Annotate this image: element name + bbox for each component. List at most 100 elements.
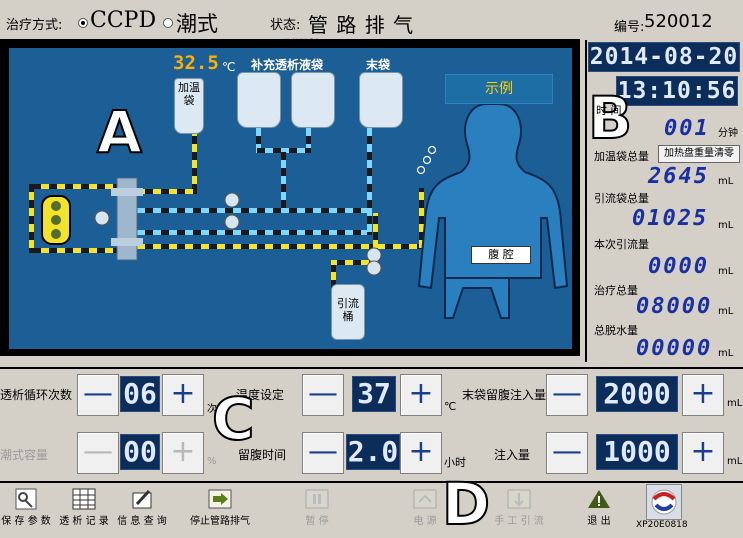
key-icon — [13, 488, 39, 510]
temp-plus-button[interactable]: + — [400, 374, 442, 416]
drain-bucket: 引流桶 — [331, 284, 365, 340]
circuit-svg — [29, 103, 569, 319]
heat-bag: 加温袋 — [174, 78, 204, 134]
circuit-diagram: 加温袋 引流桶 32.5 ℃ 补充透析液袋 末袋 示例 腹 腔 A — [9, 48, 572, 349]
last-fill-value: 2000 — [596, 376, 678, 412]
dwell-time-unit: 小时 — [444, 456, 466, 469]
drain-total-unit: mL — [718, 220, 734, 231]
save-params-label: 保 存 参 数 — [1, 516, 51, 527]
last-bag — [359, 72, 403, 128]
status-label: 状态: — [270, 18, 301, 33]
dialysis-records-label: 透 析 记 录 — [59, 516, 109, 527]
pause-label: 暂 停 — [305, 516, 329, 527]
this-drain-label: 本次引流量 — [594, 238, 649, 251]
right-panel — [585, 40, 743, 362]
mode-label: 治疗方式: — [6, 18, 63, 33]
last-fill-unit: mL — [727, 398, 743, 409]
stop-prime-button[interactable]: 停止管路排气 — [180, 486, 260, 530]
temp-minus-button[interactable]: — — [302, 374, 344, 416]
controls-bottom-border — [0, 481, 743, 483]
exit-label: 退 出 — [587, 516, 611, 527]
cycles-plus-button[interactable]: + — [162, 374, 204, 416]
heat-temperature: 32.5 — [173, 52, 219, 74]
abdomen-label: 腹 腔 — [471, 246, 531, 264]
fill-volume-value: 1000 — [596, 434, 678, 470]
mode-ccpd-label[interactable]: CCPD — [90, 8, 157, 33]
stop-prime-label: 停止管路排气 — [190, 516, 250, 527]
temp-setting-label: 温度设定 — [236, 388, 285, 402]
power-button[interactable]: 电 源 — [396, 486, 454, 530]
last-bag-label: 末袋 — [366, 58, 391, 72]
uf-total-value: 00000 — [636, 336, 713, 361]
elapsed-time-value: 001 — [664, 116, 710, 141]
tidal-plus-button[interactable]: + — [162, 432, 204, 474]
heat-temp-unit: ℃ — [222, 60, 236, 74]
elapsed-time-label: 时 间 — [596, 104, 622, 117]
fill-minus-button[interactable]: — — [546, 432, 588, 474]
mode-tidal-label[interactable]: 潮式 — [176, 12, 218, 36]
this-drain-value: 0000 — [648, 254, 709, 279]
cycles-minus-button[interactable]: — — [77, 374, 119, 416]
info-query-button[interactable]: 信 息 查 询 — [114, 486, 170, 530]
last-fill-minus-button[interactable]: — — [546, 374, 588, 416]
last-fill-plus-button[interactable]: + — [682, 374, 724, 416]
heat-total-value: 2645 — [648, 164, 709, 189]
power-icon — [412, 488, 438, 510]
dwell-minus-button[interactable]: — — [302, 432, 344, 474]
supplement-bag-1 — [237, 72, 281, 128]
exit-button[interactable]: 退 出 — [566, 486, 632, 530]
fill-plus-button[interactable]: + — [682, 432, 724, 474]
tidal-minus-button[interactable]: — — [77, 432, 119, 474]
arrow-right-icon — [207, 488, 233, 510]
dwell-plus-button[interactable]: + — [400, 432, 442, 474]
treat-total-value: 08000 — [636, 294, 713, 319]
elapsed-time-unit: 分钟 — [718, 128, 738, 139]
controls-top-border — [0, 367, 743, 369]
warning-icon — [586, 488, 612, 510]
pencil-note-icon — [129, 488, 155, 510]
dwell-time-value: 2.0 — [346, 434, 400, 470]
temp-setting-unit: ℃ — [444, 400, 457, 413]
treat-total-label: 治疗总量 — [594, 284, 638, 297]
drain-total-label: 引流袋总量 — [594, 192, 649, 205]
fill-volume-label: 注入量 — [494, 448, 531, 462]
cycles-label: 透析循环次数 — [0, 388, 73, 402]
info-query-label: 信 息 查 询 — [117, 516, 167, 527]
tidal-volume-label: 潮式容量 — [0, 448, 49, 462]
manual-drain-button[interactable]: 手 工 引 流 — [484, 486, 554, 530]
clear-heater-weight-button[interactable]: 加热盘重量清零 — [658, 145, 740, 163]
heat-total-unit: mL — [718, 176, 734, 187]
tidal-volume-unit: % — [207, 456, 217, 467]
tidal-volume-value: 00 — [120, 434, 160, 470]
dialysis-records-button[interactable]: 透 析 记 录 — [56, 486, 112, 530]
status-value: 管 路 排 气 — [308, 13, 415, 37]
uf-total-label: 总脱水量 — [594, 324, 638, 337]
time-display: 13:10:56 — [616, 76, 738, 106]
mode-ccpd-radio[interactable] — [78, 18, 88, 28]
temp-setting-value: 37 — [352, 376, 396, 412]
id-value: 520012 — [644, 11, 713, 32]
manual-drain-label: 手 工 引 流 — [494, 516, 544, 527]
save-params-button[interactable]: 保 存 参 数 — [0, 486, 52, 530]
uf-total-unit: mL — [718, 348, 734, 359]
version-label: XP20E0818 — [636, 520, 688, 530]
id-label: 编号: — [614, 20, 645, 35]
example-label: 示例 — [445, 74, 553, 104]
power-label: 电 源 — [413, 516, 437, 527]
last-fill-label: 末袋留腹注入量 — [462, 388, 547, 402]
drain-total-value: 01025 — [632, 206, 709, 231]
treat-total-unit: mL — [718, 306, 734, 317]
marker-b: B — [587, 83, 633, 153]
logo-icon — [646, 484, 682, 520]
pause-button[interactable]: 暂 停 — [286, 486, 348, 530]
marker-a: A — [96, 97, 143, 167]
pause-icon — [304, 488, 330, 510]
mode-tidal-radio[interactable] — [163, 18, 173, 28]
this-drain-unit: mL — [718, 266, 734, 277]
table-icon — [71, 488, 97, 510]
drain-icon — [506, 488, 532, 510]
marker-c: C — [211, 384, 256, 454]
cycles-unit: 次 — [207, 404, 217, 415]
heat-total-label: 加温袋总量 — [594, 150, 649, 163]
supplement-bag-label: 补充透析液袋 — [251, 58, 324, 72]
